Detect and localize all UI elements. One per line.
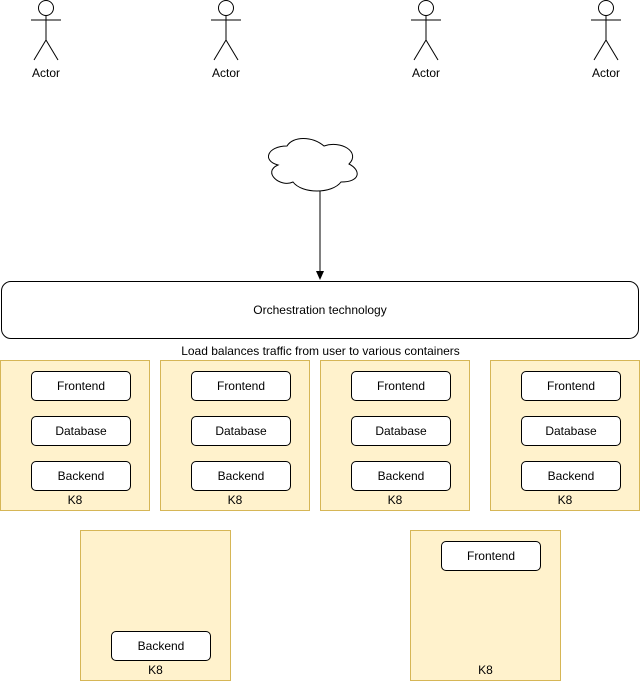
k8-label: K8 [67,493,83,507]
frontend-service: Frontend [441,541,541,571]
k8-cluster: Frontend Database Backend K8 [0,360,150,511]
backend-service: Backend [521,461,621,491]
actor-label: Actor [31,66,60,80]
database-service: Database [31,416,131,446]
k8-cluster: Backend K8 [80,530,231,681]
actor-label: Actor [211,66,240,80]
backend-service: Backend [191,461,291,491]
frontend-service: Frontend [351,371,451,401]
frontend-service: Frontend [31,371,131,401]
frontend-service: Frontend [191,371,291,401]
actor-label: Actor [591,66,620,80]
actor-label: Actor [411,66,440,80]
backend-service: Backend [111,631,211,661]
backend-service: Backend [31,461,131,491]
orchestration-box: Orchestration technology [1,281,639,339]
load-balancer-note: Load balances traffic from user to vario… [181,344,460,358]
database-service: Database [351,416,451,446]
k8-cluster: Frontend Database Backend K8 [160,360,310,511]
actor-icon [31,0,61,61]
backend-service: Backend [351,461,451,491]
database-service: Database [191,416,291,446]
k8-cluster: Frontend Database Backend K8 [320,360,470,511]
cloud-icon [268,138,358,192]
k8-cluster: Frontend Database Backend K8 [490,360,640,511]
k8-label: K8 [557,493,573,507]
arrow-head [316,271,324,280]
k8-label: K8 [387,493,403,507]
actor-icon [211,0,241,61]
k8-label: K8 [478,663,493,677]
k8-label: K8 [148,663,163,677]
k8-cluster: Frontend K8 [410,530,561,681]
k8-label: K8 [227,493,243,507]
database-service: Database [521,416,621,446]
actor-icon [411,0,441,61]
frontend-service: Frontend [521,371,621,401]
cloud-connector [268,138,358,280]
actor-icon [591,0,621,61]
orchestration-label: Orchestration technology [253,303,387,317]
